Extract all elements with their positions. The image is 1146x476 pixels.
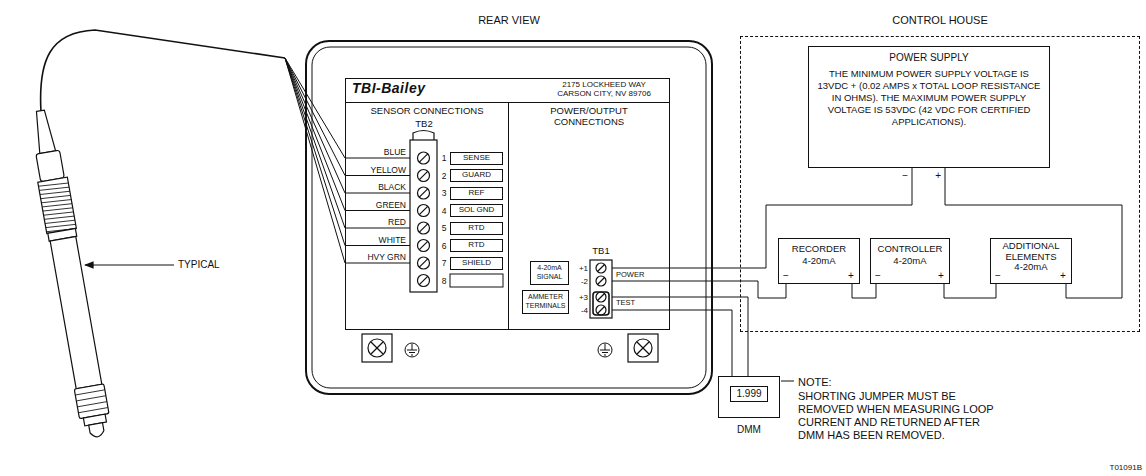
node-text: THE MINIMUM POWER SUPPLY VOLTAGE IS 13VD… xyxy=(815,68,1043,128)
recorder-box: RECORDER4-20mA xyxy=(778,238,860,284)
node-text: RTD xyxy=(450,223,503,233)
note-text: SHORTING JUMPER MUST BE REMOVED WHEN MEA… xyxy=(798,390,996,442)
mounting-screw xyxy=(362,334,658,362)
power-supply-box: POWER SUPPLY THE MINIMUM POWER SUPPLY VOL… xyxy=(808,46,1050,168)
polarity-mark: − xyxy=(873,271,883,281)
sensor-cable xyxy=(41,30,285,112)
additional-elements-box: ADDITIONAL ELEMENTS4-20mA xyxy=(990,238,1072,284)
leader-line xyxy=(85,264,174,265)
note-leader xyxy=(781,381,794,382)
polarity-mark: − xyxy=(896,171,908,181)
node-text: 2175 LOCKHEED WAY CARSON CITY, NV 89706 xyxy=(545,80,663,98)
node-text: RECORDER xyxy=(778,244,860,255)
polarity-mark: + xyxy=(846,271,856,281)
loop-wire xyxy=(670,168,912,268)
wire-color: WHITE xyxy=(348,235,406,245)
terminal-label: RTD xyxy=(450,222,503,235)
terminal-label: GUARD xyxy=(450,169,503,182)
node-text: DMM xyxy=(718,424,780,436)
polarity-mark: − xyxy=(781,271,791,281)
node-text: REF xyxy=(450,188,503,198)
node-text: 4-20mA xyxy=(990,262,1072,272)
terminal-label-box xyxy=(450,274,503,287)
meter-display: 1.999 xyxy=(730,386,768,402)
terminal-number: -4 xyxy=(570,306,588,315)
signal-name: POWER xyxy=(616,271,656,279)
node-text: REAR VIEW xyxy=(305,14,713,27)
wire-color: GREEN xyxy=(348,200,406,210)
drawing-number: T01091B xyxy=(1078,463,1142,473)
wire-color: YELLOW xyxy=(348,165,406,175)
node-text: SOL GND xyxy=(450,205,503,215)
wire-color: RED xyxy=(348,217,406,227)
terminal-block-tb1 xyxy=(590,260,612,318)
callout-label: TYPICAL xyxy=(178,259,240,270)
brand-band: TBI-Bailey 2175 LOCKHEED WAY CARSON CITY,… xyxy=(345,78,670,103)
dmm-meter: 1.999DMM xyxy=(718,376,780,418)
terminal-block-tb2 xyxy=(410,131,437,293)
ammeter-label-box: AMMETER TERMINALS xyxy=(522,290,569,314)
control-house-region: CONTROL HOUSEPOWER SUPPLYTHE MINIMUM POW… xyxy=(740,36,1140,332)
loop-wire xyxy=(670,281,786,298)
terminal-number: +3 xyxy=(570,293,588,302)
controller-box: CONTROLLER4-20mA xyxy=(870,238,950,284)
loop-wire xyxy=(852,284,876,298)
signal-label-box: 4-20mA SIGNAL xyxy=(530,261,569,285)
wire-color: BLACK xyxy=(348,182,406,192)
note-heading: NOTE: xyxy=(798,376,858,389)
node-text: SENSE xyxy=(450,153,503,163)
loop-wire xyxy=(944,284,996,298)
instrument-housing: REAR VIEWTBI-Bailey2175 LOCKHEED WAY CAR… xyxy=(305,40,713,395)
sensor-connections-panel: SENSOR CONNECTIONS TB2SENSE GUARD REF SOL GN… xyxy=(345,102,509,330)
node-text: GUARD xyxy=(450,170,503,180)
loop-wire xyxy=(945,168,1122,298)
node-text: 4-20mA xyxy=(870,256,950,267)
ground-symbol xyxy=(405,343,612,357)
node-text: POWER SUPPLY xyxy=(808,52,1050,64)
signal-name: TEST xyxy=(616,299,656,307)
terminal-number: 2 xyxy=(439,171,449,181)
node-text: CONTROL HOUSE xyxy=(740,14,1140,27)
polarity-mark: + xyxy=(936,271,946,281)
terminal-number: -2 xyxy=(570,277,588,286)
terminal-number: 5 xyxy=(439,223,449,233)
node-text: TB1 xyxy=(584,246,618,257)
node-text: RTD xyxy=(450,240,503,250)
polarity-mark: − xyxy=(993,271,1003,281)
polarity-mark: + xyxy=(1058,271,1068,281)
terminal-label: SENSE xyxy=(450,152,503,165)
tb1-wire-stubs xyxy=(612,268,670,310)
terminal-number: +1 xyxy=(570,264,588,273)
node-text: SHIELD xyxy=(450,258,503,268)
node-text: POWER/OUTPUT CONNECTIONS xyxy=(539,106,639,128)
loop-wire xyxy=(670,297,748,376)
node-text: AMMETER TERMINALS xyxy=(522,293,569,310)
terminal-number: 1 xyxy=(439,153,449,163)
terminal-label: REF xyxy=(450,187,503,200)
sensor-probe xyxy=(26,108,113,439)
terminal-number: 4 xyxy=(439,206,449,216)
node-text: CONTROLLER xyxy=(870,244,950,255)
power-output-panel: POWER/OUTPUT CONNECTIONS TB1 4-20mA SIGNAL… xyxy=(508,102,670,330)
node-text: 4-20mA SIGNAL xyxy=(530,264,569,281)
polarity-mark: + xyxy=(928,171,941,181)
node-text: SENSOR CONNECTIONS xyxy=(345,106,509,117)
wire-color: HVY GRN xyxy=(348,252,406,262)
terminal-label: SHIELD xyxy=(450,257,503,270)
brand-logo: TBI-Bailey xyxy=(352,80,462,96)
terminal-label: RTD xyxy=(450,239,503,252)
loop-wire xyxy=(670,310,732,376)
terminal-number: 7 xyxy=(439,258,449,268)
terminal-number: 8 xyxy=(439,276,449,286)
node-text: ADDITIONAL ELEMENTS xyxy=(996,240,1066,262)
terminal-number: 6 xyxy=(439,241,449,251)
node-text: 4-20mA xyxy=(778,256,860,267)
node-text: TB2 xyxy=(404,119,444,130)
terminal-label: SOL GND xyxy=(450,204,503,217)
housing-inner-border xyxy=(312,47,706,388)
terminal-number: 3 xyxy=(439,188,449,198)
wire-color: BLUE xyxy=(348,147,406,157)
